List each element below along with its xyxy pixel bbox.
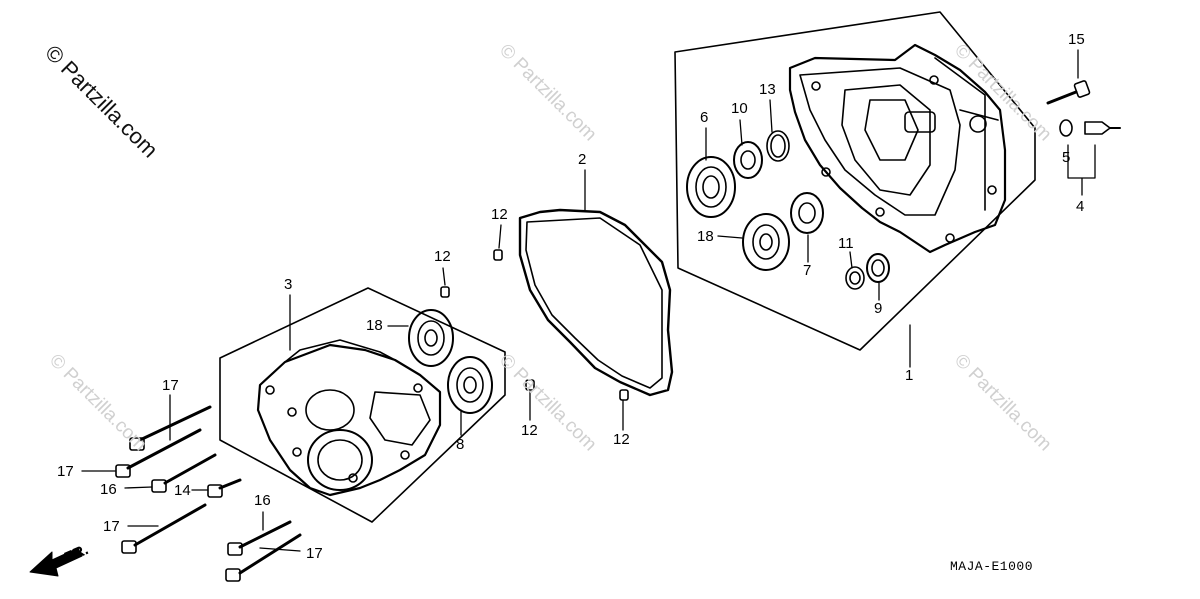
- bearing-18-right: [742, 213, 790, 271]
- diagram-code: MAJA-E1000: [950, 559, 1034, 574]
- gasket: [518, 208, 674, 397]
- bolt: [129, 405, 212, 451]
- leader-lines: [81, 49, 1096, 552]
- dowel-pin: [525, 379, 535, 391]
- callout-4: 4: [1076, 198, 1085, 215]
- callout-12: 12: [491, 206, 508, 223]
- callout-12: 12: [434, 248, 451, 265]
- callout-17: 17: [103, 518, 120, 535]
- callout-11: 11: [838, 235, 854, 252]
- callout-8: 8: [456, 436, 465, 453]
- callout-16: 16: [100, 481, 117, 498]
- callout-17: 17: [57, 463, 74, 480]
- callout-1: 1: [905, 367, 914, 384]
- callout-16: 16: [254, 492, 271, 509]
- bolt: [115, 428, 202, 478]
- callout-18: 18: [697, 228, 714, 245]
- bolt-15: [1046, 80, 1091, 105]
- callout-6: 6: [700, 109, 709, 126]
- callout-17: 17: [306, 545, 323, 562]
- side-cover: [256, 339, 442, 497]
- transmission-case: [788, 43, 1007, 254]
- assembly-3-outline: [219, 287, 506, 523]
- bolt: [227, 520, 292, 556]
- front-direction-arrow: [29, 547, 83, 577]
- assembly-1-outline: [674, 11, 1036, 351]
- bearing-6: [686, 156, 736, 218]
- callout-13: 13: [759, 81, 776, 98]
- bearing-7: [790, 192, 824, 234]
- snap-ring-13: [766, 130, 790, 162]
- bolt: [207, 478, 242, 498]
- callout-10: 10: [731, 100, 748, 117]
- bolt: [121, 503, 207, 554]
- bearing-18-left: [408, 309, 454, 367]
- callout-17: 17: [162, 377, 179, 394]
- callout-14: 14: [174, 482, 191, 499]
- sensor-4: [1059, 119, 1121, 137]
- callout-7: 7: [803, 262, 812, 279]
- callout-9: 9: [874, 300, 883, 317]
- callout-12: 12: [613, 431, 630, 448]
- seal-11: [845, 266, 865, 290]
- callout-2: 2: [578, 151, 587, 168]
- needle-bearing-9: [866, 253, 890, 283]
- callout-15: 15: [1068, 31, 1085, 48]
- dowel-pin: [440, 286, 450, 298]
- dowel-pin: [493, 249, 503, 261]
- callout-12: 12: [521, 422, 538, 439]
- bolt: [225, 533, 302, 582]
- bolt: [151, 453, 217, 493]
- dowel-pin: [619, 389, 629, 401]
- callout-18: 18: [366, 317, 383, 334]
- callout-3: 3: [284, 276, 293, 293]
- callout-5: 5: [1062, 149, 1071, 166]
- bearing-10: [733, 141, 763, 179]
- bearing-8: [447, 356, 493, 414]
